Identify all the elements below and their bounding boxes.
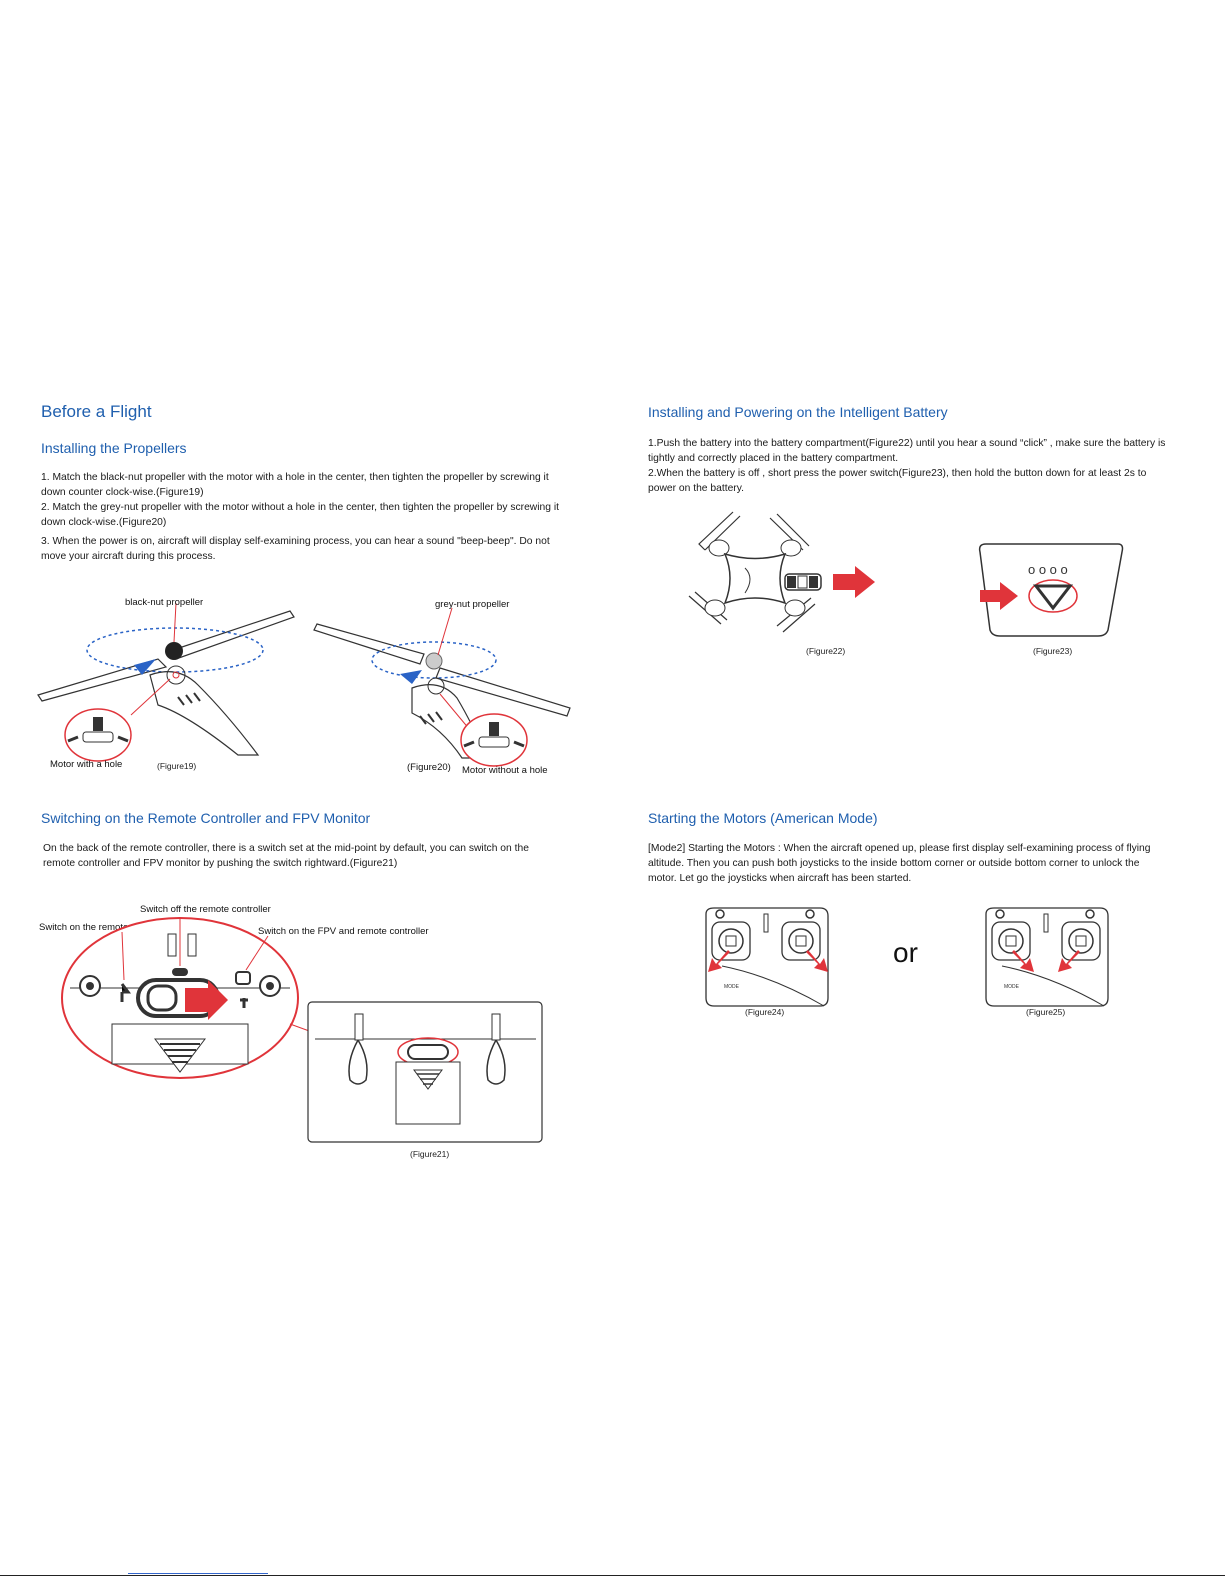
figure-23-illustration: o o o o: [978, 543, 1124, 637]
caption-figure-20: (Figure20): [407, 762, 451, 773]
battery-step-1: 1.Push the battery into the battery comp…: [648, 438, 1166, 464]
heading-switching-remote: Switching on the Remote Controller and F…: [41, 810, 371, 826]
footer-link-underline: [128, 1573, 268, 1574]
label-switch-on-remote: Switch on the remote controller: [39, 922, 170, 933]
heading-install-propellers: Installing the Propellers: [41, 440, 187, 456]
heading-starting-motors: Starting the Motors (American Mode): [648, 810, 878, 826]
propeller-step-3: 3. When the power is on, aircraft will d…: [41, 536, 550, 562]
label-switch-off: Switch off the remote controller: [140, 904, 271, 915]
or-text: or: [893, 937, 918, 968]
figure-24-illustration: MODE: [705, 907, 829, 1007]
svg-text:MODE: MODE: [724, 984, 740, 990]
label-switch-on-fpv: Switch on the FPV and remote controller: [258, 926, 429, 937]
propeller-step-2: 2. Match the grey-nut propeller with the…: [41, 502, 559, 528]
propeller-step-1: 1. Match the black-nut propeller with th…: [41, 472, 549, 498]
remote-switch-instructions: On the back of the remote controller, th…: [43, 843, 529, 869]
label-grey-nut-propeller: grey-nut propeller: [435, 599, 510, 610]
svg-text:o o o o: o o o o: [1028, 562, 1068, 577]
label-black-nut-propeller: black-nut propeller: [125, 597, 204, 608]
caption-figure-23: (Figure23): [1033, 646, 1073, 656]
motors-instructions: [Mode2] Starting the Motors : When the a…: [648, 843, 1151, 884]
label-motor-with-hole: Motor with a hole: [50, 759, 123, 770]
figure-19-illustration: [37, 602, 295, 762]
caption-figure-22: (Figure22): [806, 646, 846, 656]
footer-rule: [0, 1575, 1225, 1576]
caption-figure-24: (Figure24): [745, 1007, 785, 1017]
figure-21-illustration: [61, 917, 543, 1143]
label-motor-without-hole: Motor without a hole: [462, 765, 548, 776]
battery-step-2: 2.When the battery is off , short press …: [648, 468, 1147, 494]
caption-figure-21: (Figure21): [410, 1149, 450, 1159]
figure-20-illustration: [313, 607, 571, 767]
caption-figure-25: (Figure25): [1026, 1007, 1066, 1017]
svg-text:MODE: MODE: [1004, 984, 1020, 990]
caption-figure-19: (Figure19): [157, 761, 197, 771]
heading-battery: Installing and Powering on the Intellige…: [648, 404, 948, 420]
figure-25-illustration: MODE: [985, 907, 1109, 1007]
figure-22-illustration: [688, 511, 875, 633]
battery-instructions: 1.Push the battery into the battery comp…: [648, 436, 1168, 496]
propeller-instructions: 1. Match the black-nut propeller with th…: [41, 470, 576, 564]
page-title: Before a Flight: [41, 402, 152, 421]
